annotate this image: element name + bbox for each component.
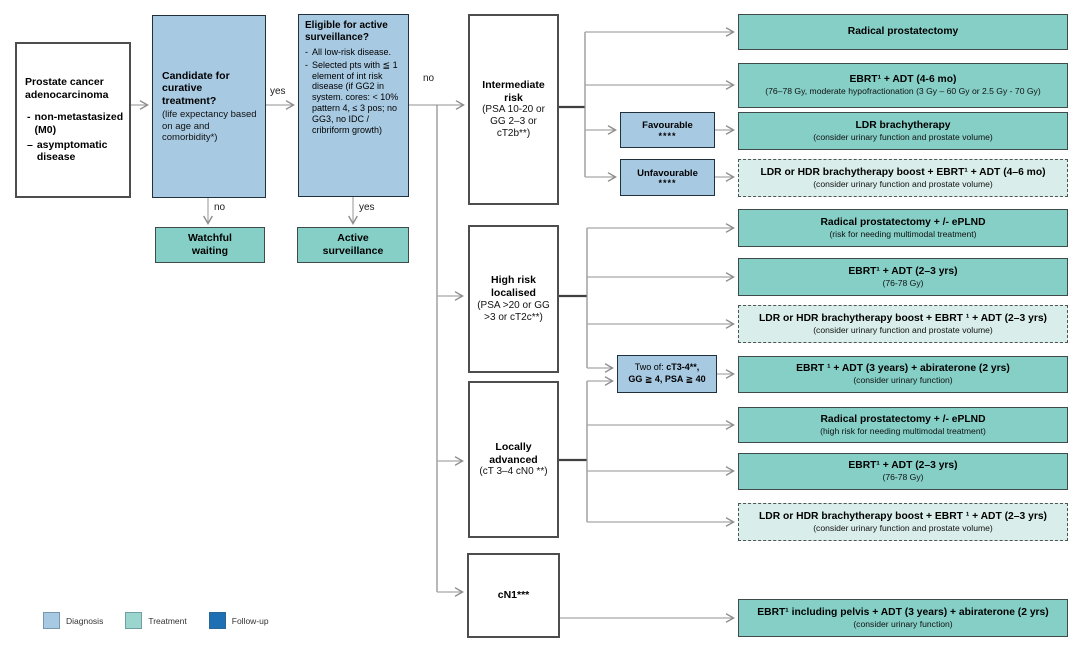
node-locally-advanced: Locally advanced (cT 3–4 cN0 **) bbox=[468, 381, 559, 538]
bullet: - bbox=[27, 111, 31, 124]
legend-label: Follow-up bbox=[231, 615, 269, 626]
two-of-criteria: cT3-4**, bbox=[666, 362, 700, 373]
treatment-title: EBRT¹ + ADT (2–3 yrs) bbox=[848, 265, 958, 277]
treatment-ebrt-adt-2-3yrs-highrisk: EBRT¹ + ADT (2–3 yrs) (76-78 Gy) bbox=[738, 258, 1068, 296]
legend-label: Treatment bbox=[148, 615, 187, 626]
node-cn1: cN1*** bbox=[467, 553, 560, 638]
node-active-surveillance: Active surveillance bbox=[297, 227, 409, 263]
node-stars: **** bbox=[658, 178, 677, 189]
legend-item-followup: Follow-up bbox=[208, 612, 269, 629]
bullet-text: Selected pts with ≦ 1 element of int ris… bbox=[312, 59, 399, 135]
node-title: Intermediate risk bbox=[482, 78, 545, 104]
treatment-note: (high risk for needing multimodal treatm… bbox=[820, 425, 986, 436]
node-bullet-list: -All low-risk disease. -Selected pts wit… bbox=[305, 47, 404, 135]
treatment-note: (consider urinary function and prostate … bbox=[813, 131, 993, 142]
legend-label: Diagnosis bbox=[66, 615, 104, 626]
treatment-note: (risk for needing multimodal treatment) bbox=[829, 228, 977, 239]
treatment-radical-prostatectomy: Radical prostatectomy bbox=[738, 14, 1068, 50]
two-of-prefix: Two of: bbox=[634, 362, 667, 373]
treatment-note: (consider urinary function and prostate … bbox=[813, 178, 993, 189]
treatment-title: LDR or HDR brachytherapy boost + EBRT ¹ … bbox=[759, 312, 1047, 324]
treatment-title: LDR or HDR brachytherapy boost + EBRT ¹ … bbox=[759, 510, 1047, 522]
edge-label-no: no bbox=[423, 73, 435, 84]
treatment-note: (consider urinary function) bbox=[853, 618, 953, 629]
edge-label-no: no bbox=[214, 202, 226, 213]
treatment-swatch bbox=[125, 612, 143, 629]
treatment-title: EBRT¹ including pelvis + ADT (3 years) +… bbox=[757, 606, 1049, 618]
node-eligible-active-surveillance: Eligible for active surveillance? -All l… bbox=[298, 14, 409, 197]
node-title: Watchful waiting bbox=[188, 232, 232, 257]
bullet: - bbox=[305, 47, 308, 57]
two-of-criteria2: GG ≧ 4, PSA ≧ 40 bbox=[628, 374, 706, 384]
treatment-ebrt-adt-2-3yrs-locallyadvanced: EBRT¹ + ADT (2–3 yrs) (76-78 Gy) bbox=[738, 453, 1068, 490]
node-title: Unfavourable bbox=[637, 167, 698, 179]
node-title: Two of: cT3-4**,GG ≧ 4, PSA ≧ 40 bbox=[628, 362, 705, 385]
node-title: cN1*** bbox=[497, 589, 530, 602]
treatment-ebrt-adt-4-6mo: EBRT¹ + ADT (4-6 mo) (76–78 Gy, moderate… bbox=[738, 63, 1068, 108]
legend-item-diagnosis: Diagnosis bbox=[43, 612, 103, 629]
followup-swatch bbox=[208, 612, 226, 629]
node-title: Locally advanced bbox=[489, 440, 538, 466]
treatment-title: Radical prostatectomy bbox=[847, 26, 959, 38]
bullet-text: All low-risk disease. bbox=[312, 47, 392, 57]
bullet: – bbox=[27, 138, 33, 151]
node-title: Prostate cancer adenocarcinoma bbox=[25, 76, 109, 101]
treatment-rp-eplnd-highrisk-multimodal: Radical prostatectomy + /- ePLND (high r… bbox=[738, 407, 1068, 443]
treatment-ldr-hdr-boost-2-3yrs-highrisk: LDR or HDR brachytherapy boost + EBRT ¹ … bbox=[738, 305, 1068, 343]
node-title: Active surveillance bbox=[322, 232, 384, 257]
node-note: (cT 3–4 cN0 **) bbox=[479, 466, 548, 478]
node-prostate-cancer-adenocarcinoma: Prostate cancer adenocarcinoma -non-meta… bbox=[15, 42, 131, 198]
treatment-note: (consider urinary function) bbox=[853, 375, 953, 386]
node-unfavourable: Unfavourable **** bbox=[620, 159, 715, 196]
treatment-title: Radical prostatectomy + /- ePLND bbox=[820, 216, 986, 228]
treatment-ldr-hdr-boost-4-6mo: LDR or HDR brachytherapy boost + EBRT¹ +… bbox=[738, 159, 1068, 197]
node-note: (PSA >20 or GG >3 or cT2c**) bbox=[477, 299, 550, 323]
node-candidate-curative-treatment: Candidate for curative treatment? (life … bbox=[152, 15, 266, 198]
node-title: Candidate for curative treatment? bbox=[162, 69, 230, 107]
node-title: Favourable bbox=[642, 120, 693, 132]
legend: Diagnosis Treatment Follow-up bbox=[43, 612, 269, 629]
node-title: Eligible for active surveillance? bbox=[305, 20, 388, 43]
treatment-note: (76–78 Gy, moderate hypofractionation (3… bbox=[765, 86, 1041, 97]
edge-label-yes: yes bbox=[359, 202, 375, 213]
treatment-note: (consider urinary function and prostate … bbox=[813, 522, 993, 533]
node-two-of-criteria: Two of: cT3-4**,GG ≧ 4, PSA ≧ 40 bbox=[617, 355, 717, 393]
treatment-title: Radical prostatectomy + /- ePLND bbox=[820, 413, 986, 425]
treatment-title: EBRT¹ + ADT (2–3 yrs) bbox=[848, 460, 958, 472]
bullet: - bbox=[305, 59, 308, 70]
node-title: High risk localised bbox=[491, 274, 536, 299]
treatment-note: (consider urinary function and prostate … bbox=[813, 324, 993, 335]
treatment-ldr-brachytherapy: LDR brachytherapy (consider urinary func… bbox=[738, 112, 1068, 150]
node-high-risk-localised: High risk localised (PSA >20 or GG >3 or… bbox=[468, 225, 559, 373]
treatment-note: (76-78 Gy) bbox=[882, 277, 924, 288]
treatment-ldr-hdr-boost-2-3yrs-locallyadvanced: LDR or HDR brachytherapy boost + EBRT ¹ … bbox=[738, 503, 1068, 541]
treatment-note: (76-78 Gy) bbox=[882, 472, 924, 483]
bullet-text: non-metastasized (M0) bbox=[34, 111, 124, 136]
legend-item-treatment: Treatment bbox=[125, 612, 187, 629]
treatment-rp-eplnd-risk: Radical prostatectomy + /- ePLND (risk f… bbox=[738, 209, 1068, 247]
treatment-ebrt-pelvis-adt-abiraterone: EBRT¹ including pelvis + ADT (3 years) +… bbox=[738, 599, 1068, 637]
treatment-title: EBRT ¹ + ADT (3 years) + abiraterone (2 … bbox=[796, 363, 1010, 375]
node-note: (PSA 10-20 or GG 2–3 or cT2b**) bbox=[482, 104, 545, 140]
node-intermediate-risk: Intermediate risk (PSA 10-20 or GG 2–3 o… bbox=[468, 14, 559, 205]
treatment-title: LDR brachytherapy bbox=[855, 119, 951, 131]
treatment-title: EBRT¹ + ADT (4-6 mo) bbox=[849, 74, 957, 86]
bullet-text: asymptomatic disease bbox=[36, 138, 108, 164]
treatment-ebrt-adt-abiraterone: EBRT ¹ + ADT (3 years) + abiraterone (2 … bbox=[738, 356, 1068, 393]
node-bullet-list: -non-metastasized (M0) –asymptomatic dis… bbox=[25, 111, 124, 163]
treatment-title: LDR or HDR brachytherapy boost + EBRT¹ +… bbox=[760, 166, 1046, 178]
diagnosis-swatch bbox=[43, 612, 60, 629]
edge-label-yes: yes bbox=[270, 86, 286, 97]
node-favourable: Favourable **** bbox=[620, 112, 715, 148]
node-stars: **** bbox=[658, 130, 677, 141]
node-watchful-waiting: Watchful waiting bbox=[155, 227, 265, 263]
node-note: (life expectancy based on age and comorb… bbox=[162, 109, 257, 144]
